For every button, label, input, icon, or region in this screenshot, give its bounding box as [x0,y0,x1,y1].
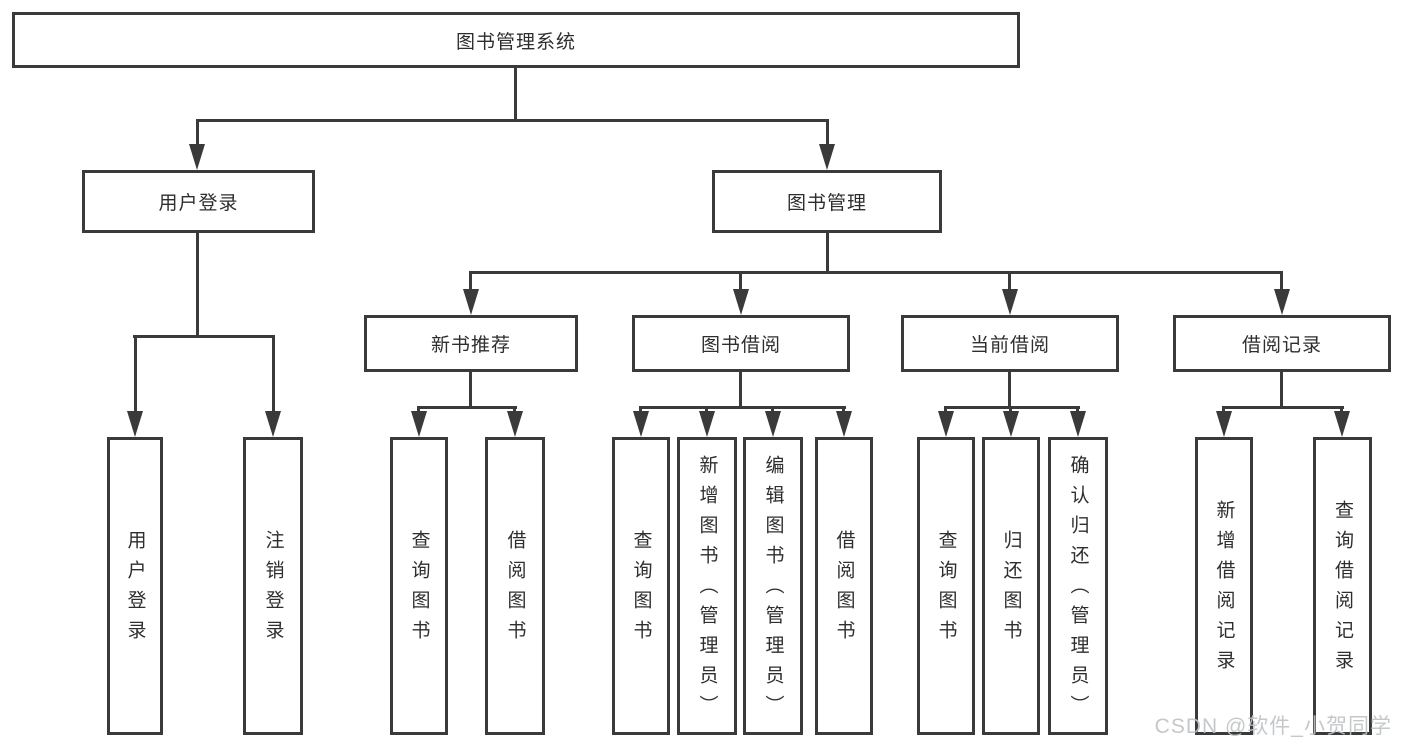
connector-rail [944,406,1080,409]
node-root: 图书管理系统 [12,12,1020,68]
node-new-book-recommend: 新书推荐 [364,315,578,372]
leaf-add-book-admin: 新增图书（管理员） [677,437,737,735]
leaf-user-login: 用户登录 [107,437,163,735]
arrow-down-icon [463,289,479,315]
node-book-management: 图书管理 [712,170,942,233]
connector-line [469,271,472,295]
leaf-borrow-books-1: 借阅图书 [485,437,545,735]
leaf-borrow-books-2: 借阅图书 [815,437,873,735]
connector-line [196,233,199,338]
arrow-down-icon [836,411,852,437]
leaf-add-borrow-record: 新增借阅记录 [1195,437,1253,735]
node-borrow-records: 借阅记录 [1173,315,1391,372]
arrow-down-icon [1216,411,1232,437]
connector-rail [417,406,517,409]
connector-line [1280,271,1283,295]
connector-line [739,372,742,409]
node-user-login: 用户登录 [82,170,315,233]
arrow-down-icon [765,411,781,437]
arrow-down-icon [1003,411,1019,437]
connector-root-stub [514,68,517,122]
arrow-down-icon [189,144,205,170]
connector-l1-rail [196,119,829,122]
connector-line [272,335,275,417]
connector-rail [133,335,275,338]
connector-line [826,119,829,151]
leaf-query-books-3: 查询图书 [917,437,975,735]
arrow-down-icon [127,411,143,437]
connector-rail [1222,406,1344,409]
leaf-confirm-return-admin: 确认归还（管理员） [1048,437,1108,735]
connector-rail [469,271,1282,274]
leaf-edit-book-admin: 编辑图书（管理员） [743,437,803,735]
arrow-down-icon [1274,289,1290,315]
connector-line [469,372,472,409]
connector-line [134,335,137,417]
arrow-down-icon [411,411,427,437]
arrow-down-icon [938,411,954,437]
connector-line [826,233,829,274]
connector-line [1008,372,1011,409]
connector-rail [639,406,846,409]
node-book-borrow: 图书借阅 [632,315,850,372]
arrow-down-icon [699,411,715,437]
arrow-down-icon [1070,411,1086,437]
leaf-return-book: 归还图书 [982,437,1040,735]
leaf-query-books-2: 查询图书 [612,437,670,735]
arrow-down-icon [819,144,835,170]
connector-line [739,271,742,295]
connector-line [196,119,199,151]
arrow-down-icon [1334,411,1350,437]
leaf-query-borrow-record: 查询借阅记录 [1313,437,1372,735]
arrow-down-icon [265,411,281,437]
arrow-down-icon [1002,289,1018,315]
leaf-query-books-1: 查询图书 [390,437,448,735]
arrow-down-icon [507,411,523,437]
leaf-logout: 注销登录 [243,437,303,735]
connector-line [1008,271,1011,295]
arrow-down-icon [733,289,749,315]
arrow-down-icon [633,411,649,437]
csdn-watermark: CSDN @软件_小贺同学 [1154,715,1392,738]
connector-line [1280,372,1283,409]
node-current-borrow: 当前借阅 [901,315,1119,372]
